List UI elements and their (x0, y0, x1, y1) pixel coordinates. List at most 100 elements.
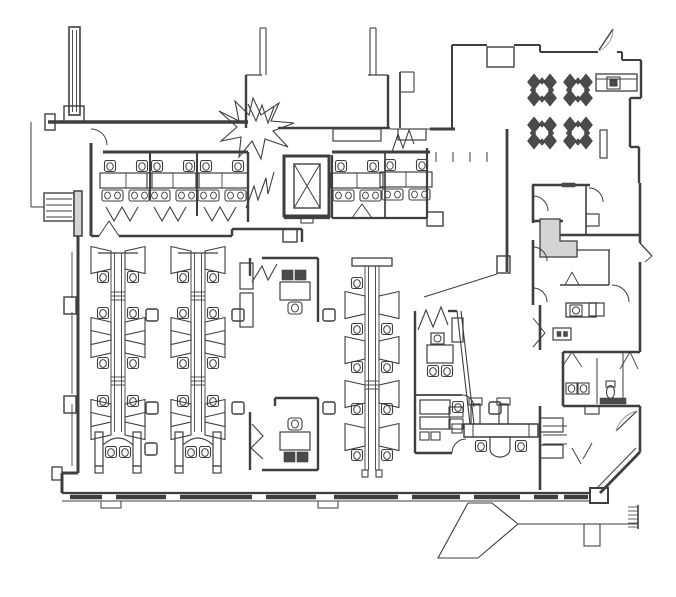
chair (126, 356, 140, 370)
r (206, 270, 220, 284)
chair (176, 306, 190, 320)
chair (96, 356, 110, 370)
pg (378, 379, 400, 409)
chair (118, 445, 132, 459)
r (126, 306, 140, 320)
e (383, 363, 391, 372)
e (99, 309, 107, 318)
pg (90, 245, 112, 275)
p (102, 437, 134, 446)
cafe-seating (527, 73, 593, 150)
desk-group (99, 159, 153, 202)
e (106, 162, 114, 171)
p (598, 28, 614, 52)
r (281, 269, 294, 281)
door-arc (588, 187, 604, 203)
private-offices-north (99, 148, 488, 227)
pg (90, 411, 112, 441)
workstation-spine-1 (90, 245, 146, 474)
pantry-counter (595, 73, 638, 92)
pg (124, 245, 146, 275)
r (350, 402, 364, 416)
pg (90, 329, 112, 359)
column (322, 401, 336, 415)
cross (191, 376, 205, 386)
e (187, 448, 195, 457)
e (121, 448, 129, 457)
e (202, 162, 210, 171)
r (609, 79, 618, 87)
cross (365, 380, 379, 390)
door-zigzag (245, 171, 275, 209)
e (179, 273, 187, 282)
r (474, 439, 488, 453)
chair (350, 448, 364, 462)
r (198, 445, 212, 459)
pg (378, 335, 400, 365)
desk-group (279, 417, 311, 463)
pg (583, 129, 591, 137)
e (227, 191, 234, 200)
wing_r (378, 422, 400, 452)
door-arc (532, 287, 548, 303)
e (418, 161, 426, 170)
column (145, 401, 159, 415)
r (569, 304, 583, 317)
pg (344, 290, 366, 320)
e (209, 273, 217, 282)
door-leaf (639, 242, 653, 257)
r (375, 469, 383, 478)
pg (124, 329, 146, 359)
door-zigzag (250, 423, 264, 460)
pg (344, 379, 366, 409)
wall-fixture (585, 213, 600, 227)
r (96, 356, 110, 370)
pg (563, 132, 577, 150)
r (589, 487, 609, 504)
pg (579, 89, 593, 107)
r (419, 431, 430, 441)
r (380, 402, 394, 416)
elevator-cab (293, 163, 321, 209)
chair (126, 306, 140, 320)
chair (206, 306, 220, 320)
r (426, 211, 444, 227)
door-arc (90, 128, 108, 146)
r (381, 188, 404, 201)
e (372, 191, 379, 200)
pg (547, 129, 555, 137)
e (129, 309, 137, 318)
open-plan-edge (423, 273, 498, 298)
pg (538, 120, 546, 128)
r (287, 301, 303, 315)
entry-canopy (437, 502, 519, 559)
r (135, 159, 149, 173)
wing_r (378, 335, 400, 365)
l (571, 447, 582, 465)
l (582, 442, 593, 460)
e (291, 419, 299, 429)
reception-seat (489, 436, 511, 458)
wing_r (170, 329, 192, 359)
wing_r (344, 335, 366, 365)
chair (206, 394, 220, 408)
door-zigzag (417, 305, 449, 331)
e (209, 309, 217, 318)
reception (448, 397, 567, 458)
r (359, 189, 382, 202)
e (383, 405, 391, 414)
pg (543, 89, 557, 107)
r (350, 276, 364, 290)
chair (350, 402, 364, 416)
r (588, 302, 605, 317)
r (197, 189, 220, 202)
desk-group (279, 269, 311, 315)
chair (126, 270, 140, 284)
pg (579, 132, 593, 150)
chair (96, 270, 110, 284)
p (182, 437, 214, 446)
wing_r (90, 245, 112, 275)
l (571, 271, 580, 286)
desk-group (379, 158, 433, 201)
door-arc (451, 438, 467, 454)
